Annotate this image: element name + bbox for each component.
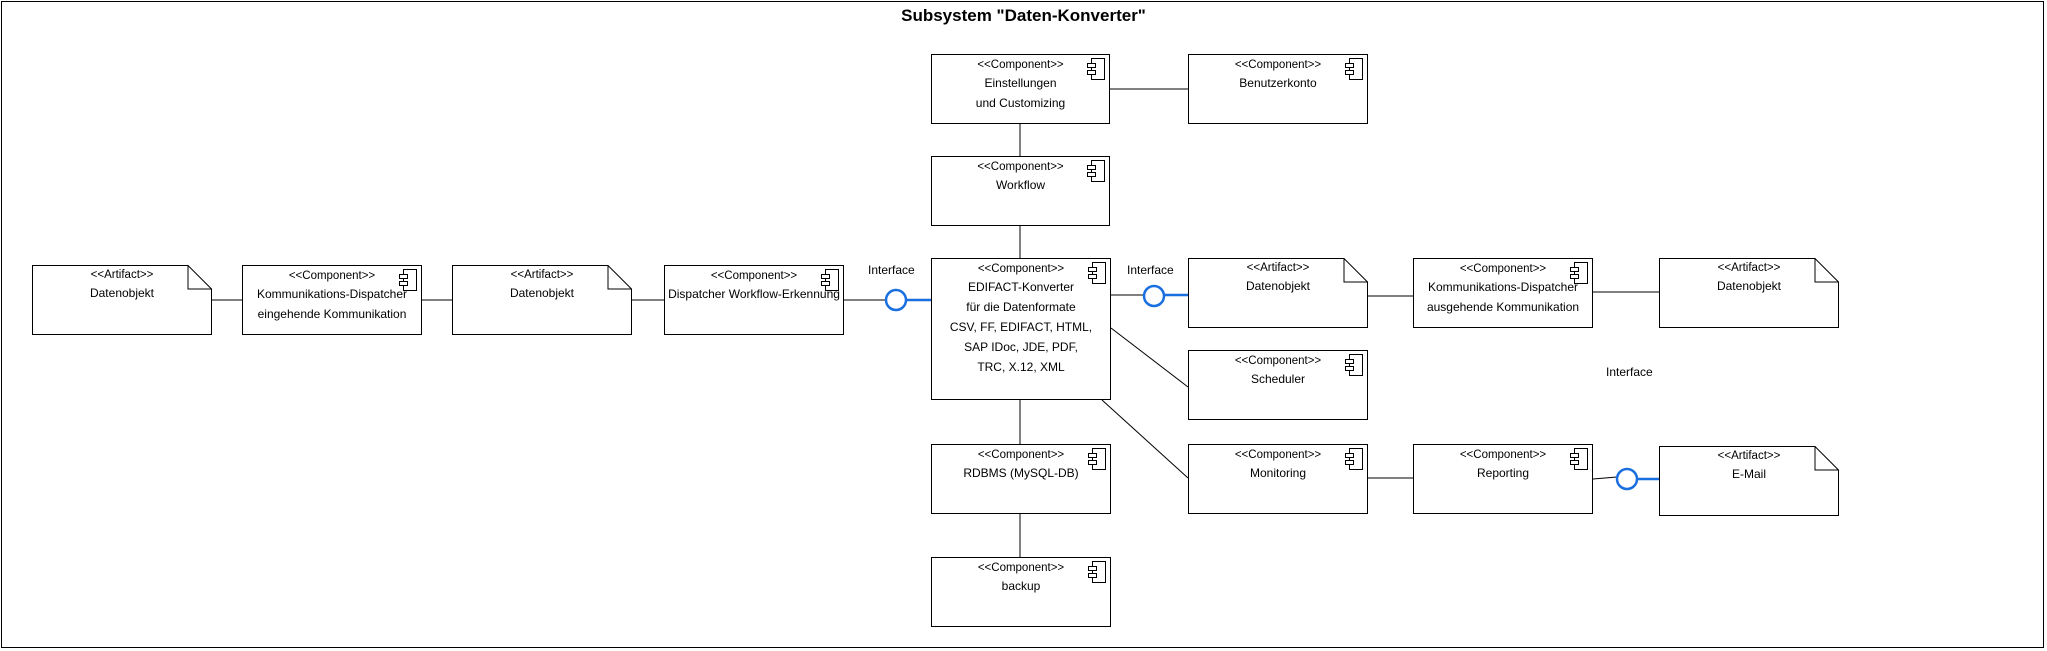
component-stereotype: <<Component>> xyxy=(977,449,1065,461)
component-dispatcher-workflow-erkennung[interactable]: <<Component>> Dispatcher Workflow-Erkennu… xyxy=(664,265,844,335)
component-rdbms[interactable]: <<Component>> RDBMS (MySQL-DB) xyxy=(931,444,1111,514)
component-icon xyxy=(1345,354,1363,376)
component-kommunikations-dispatcher-eingehend[interactable]: <<Component>> Kommunikations-Dispatcher ei… xyxy=(242,265,422,335)
component-stereotype: <<Component>> xyxy=(977,59,1064,71)
component-label-line: Monitoring xyxy=(1249,466,1307,480)
artifact-label-line: Datenobjekt xyxy=(1245,279,1311,293)
interface-lollipop-right xyxy=(1142,284,1166,308)
component-einstellungen[interactable]: <<Component>> Einstellungen und Customizin… xyxy=(931,54,1110,124)
component-icon xyxy=(1345,448,1363,470)
component-label-line: Workflow xyxy=(995,178,1046,192)
component-workflow[interactable]: <<Component>> Workflow xyxy=(931,156,1110,226)
component-stereotype: <<Component>> xyxy=(1234,355,1322,367)
component-label-line: und Customizing xyxy=(975,96,1066,110)
component-stereotype: <<Component>> xyxy=(977,263,1065,275)
component-label-line: SAP IDoc, JDE, PDF, xyxy=(964,340,1078,354)
component-icon xyxy=(1570,262,1588,284)
component-label-line: CSV, FF, EDIFACT, HTML, xyxy=(949,320,1093,334)
artifact-datenobjekt-2[interactable]: <<Artifact>> Datenobjekt xyxy=(452,265,632,335)
artifact-shape xyxy=(452,265,632,335)
artifact-stereotype: <<Artifact>> xyxy=(1717,450,1781,462)
component-stereotype: <<Component>> xyxy=(1459,263,1547,275)
connector-edifact-scheduler xyxy=(1110,327,1189,388)
component-icon xyxy=(1087,58,1105,80)
artifact-shape xyxy=(1188,258,1368,328)
diagram-title: Subsystem "Daten-Konverter" xyxy=(901,6,1146,25)
component-icon xyxy=(1088,262,1106,284)
component-label-line: Dispatcher Workflow-Erkennung xyxy=(668,287,840,301)
connector-reporting-interface xyxy=(1592,476,1618,480)
component-kommunikations-dispatcher-ausgehend[interactable]: <<Component>> Kommunikations-Dispatcher au… xyxy=(1413,258,1593,328)
component-icon xyxy=(1570,448,1588,470)
artifact-label-line: Datenobjekt xyxy=(1716,279,1782,293)
component-label-line: Reporting xyxy=(1476,466,1530,480)
component-benutzerkonto[interactable]: <<Component>> Benutzerkonto xyxy=(1188,54,1368,124)
interface-label-left: Interface xyxy=(868,263,915,277)
component-label-line: Benutzerkonto xyxy=(1239,76,1317,90)
component-stereotype: <<Component>> xyxy=(1459,449,1547,461)
component-reporting[interactable]: <<Component>> Reporting xyxy=(1413,444,1593,514)
artifact-shape xyxy=(32,265,212,335)
component-icon xyxy=(1088,561,1106,583)
component-icon xyxy=(399,269,417,291)
artifact-datenobjekt-4[interactable]: <<Artifact>> Datenobjekt xyxy=(1659,258,1839,328)
component-icon xyxy=(1087,160,1105,182)
component-edifact-konverter[interactable]: <<Component>> EDIFACT-Konverter für die Da… xyxy=(931,258,1111,400)
artifact-label-line: Datenobjekt xyxy=(89,286,155,300)
interface-label-right: Interface xyxy=(1127,263,1174,277)
component-label-line: Scheduler xyxy=(1250,372,1306,386)
interface-label-floating: Interface xyxy=(1606,365,1653,379)
component-stereotype: <<Component>> xyxy=(710,270,798,282)
component-icon xyxy=(1345,58,1363,80)
component-icon xyxy=(821,269,839,291)
artifact-shape xyxy=(1659,258,1839,328)
artifact-label-line: E-Mail xyxy=(1731,467,1766,481)
component-label-line: ausgehende Kommunikation xyxy=(1426,300,1580,314)
component-label-line: eingehende Kommunikation xyxy=(257,307,407,321)
component-label-line: backup xyxy=(1001,579,1041,593)
artifact-datenobjekt-3[interactable]: <<Artifact>> Datenobjekt xyxy=(1188,258,1368,328)
artifact-datenobjekt-1[interactable]: <<Artifact>> Datenobjekt xyxy=(32,265,212,335)
connector-edifact-monitoring xyxy=(1101,399,1189,479)
component-label-line: Kommunikations-Dispatcher xyxy=(256,287,408,301)
component-stereotype: <<Component>> xyxy=(1234,59,1322,71)
artifact-stereotype: <<Artifact>> xyxy=(1717,262,1781,274)
component-backup[interactable]: <<Component>> backup xyxy=(931,557,1111,627)
component-stereotype: <<Component>> xyxy=(288,270,376,282)
component-label-line: TRC, X.12, XML xyxy=(977,360,1065,374)
component-scheduler[interactable]: <<Component>> Scheduler xyxy=(1188,350,1368,420)
interface-lollipop-email xyxy=(1615,467,1639,491)
component-stereotype: <<Component>> xyxy=(1234,449,1322,461)
component-stereotype: <<Component>> xyxy=(977,562,1065,574)
artifact-email[interactable]: <<Artifact>> E-Mail xyxy=(1659,446,1839,516)
component-label-line: Kommunikations-Dispatcher xyxy=(1427,280,1579,294)
component-stereotype: <<Component>> xyxy=(977,161,1064,173)
component-monitoring[interactable]: <<Component>> Monitoring xyxy=(1188,444,1368,514)
component-label-line: EDIFACT-Konverter xyxy=(967,280,1075,294)
artifact-shape xyxy=(1659,446,1839,516)
component-label-line: für die Datenformate xyxy=(966,300,1076,314)
component-label-line: RDBMS (MySQL-DB) xyxy=(963,466,1079,480)
artifact-stereotype: <<Artifact>> xyxy=(90,269,154,281)
artifact-label-line: Datenobjekt xyxy=(509,286,575,300)
component-icon xyxy=(1088,448,1106,470)
component-label-line: Einstellungen xyxy=(984,76,1057,90)
artifact-stereotype: <<Artifact>> xyxy=(510,269,574,281)
artifact-stereotype: <<Artifact>> xyxy=(1246,262,1310,274)
interface-lollipop-left xyxy=(884,288,908,312)
